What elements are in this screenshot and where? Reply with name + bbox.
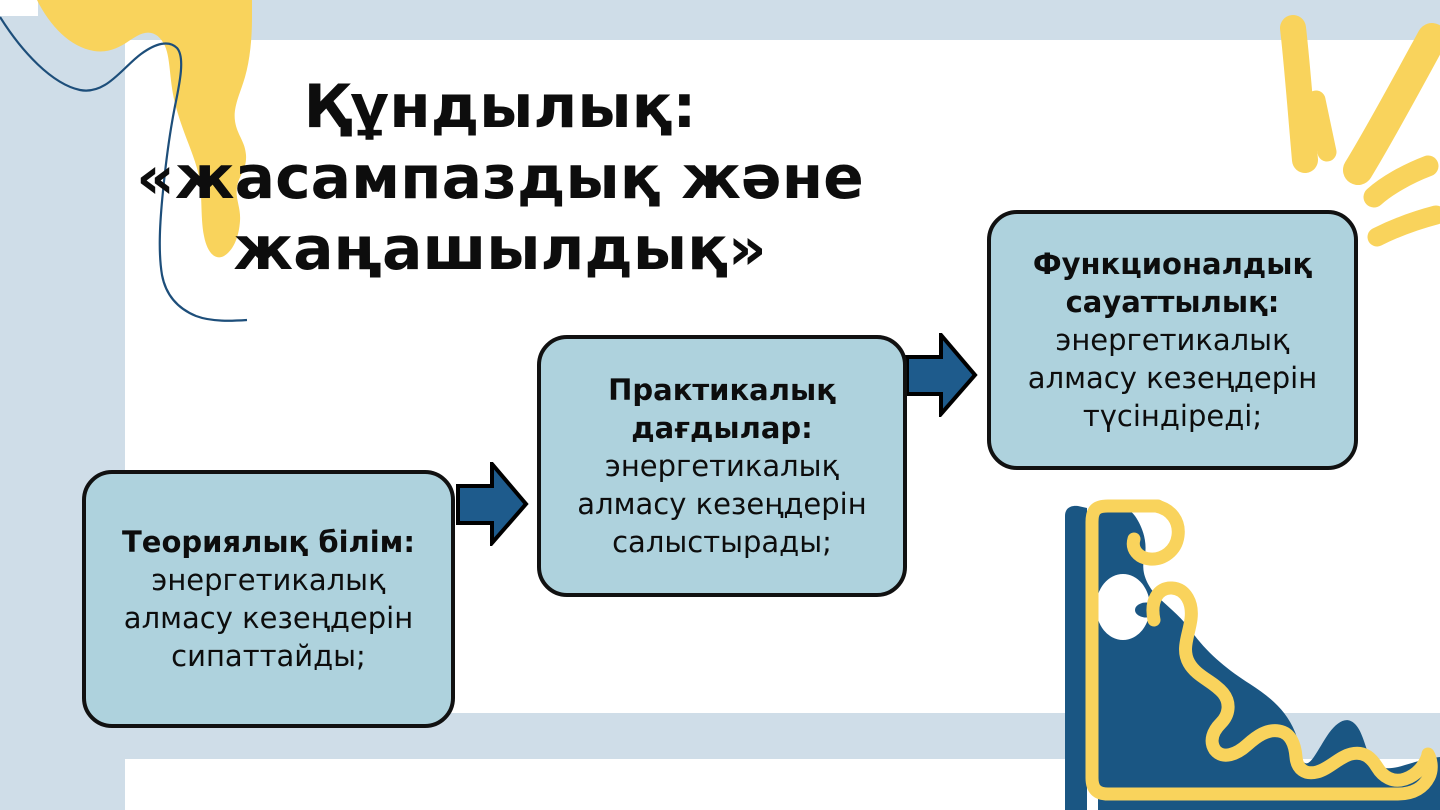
blob-path [37,0,252,258]
title-line: жаңашылдық» [233,214,767,284]
yellow-squiggle-path [1085,499,1438,801]
box-body-line: түсіндіреді; [1082,399,1263,433]
box-body-line: энергетикалық [1055,323,1290,357]
white-bay-shape [1096,574,1150,640]
box-body-line: алмасу кезеңдерін [123,601,414,635]
box-body-line: алмасу кезеңдерін [1027,361,1318,395]
blue-bar-shape [1065,505,1087,810]
box-body-line: алмасу кезеңдерін [577,487,867,521]
blue-cascade-shape [1098,504,1440,810]
sunburst-rays-icon [1280,15,1440,247]
box-heading: Функционалдық [1032,247,1313,281]
ray-strokes [1280,15,1440,247]
flow-arrow-icon [905,333,978,417]
box-heading: Теориялық білім: [122,525,415,559]
wave-curve-line [0,16,248,322]
box-heading: сауаттылық: [1065,285,1280,319]
yellow-blob-shape [0,0,252,322]
flow-box-practical-skills: Практикалық дағдылар: энергетикалық алма… [537,335,907,597]
box-body-line: энергетикалық [151,563,386,597]
flow-box-functional-literacy: Функционалдық сауаттылық: энергетикалық … [987,210,1358,470]
arrow-shape [456,462,529,546]
flow-box-theoretical-knowledge: Теориялық білім: энергетикалық алмасу ке… [82,470,455,728]
box-heading: дағдылар: [631,411,813,445]
flow-arrow-icon [456,462,529,546]
arrow-shape [905,333,978,417]
corner-patch [0,0,38,16]
title-line: Құндылық: [303,72,697,142]
slide-title: Құндылық: «жасампаздық және жаңашылдық» [130,72,870,285]
box-body-line: энергетикалық [604,449,840,483]
box-heading: Практикалық [608,373,836,407]
title-line: «жасампаздық және [136,143,864,213]
wave-mountain-illustration [1065,499,1440,810]
box-body-line: сипаттайды; [171,639,366,673]
box-body-line: салыстырады; [612,525,832,559]
